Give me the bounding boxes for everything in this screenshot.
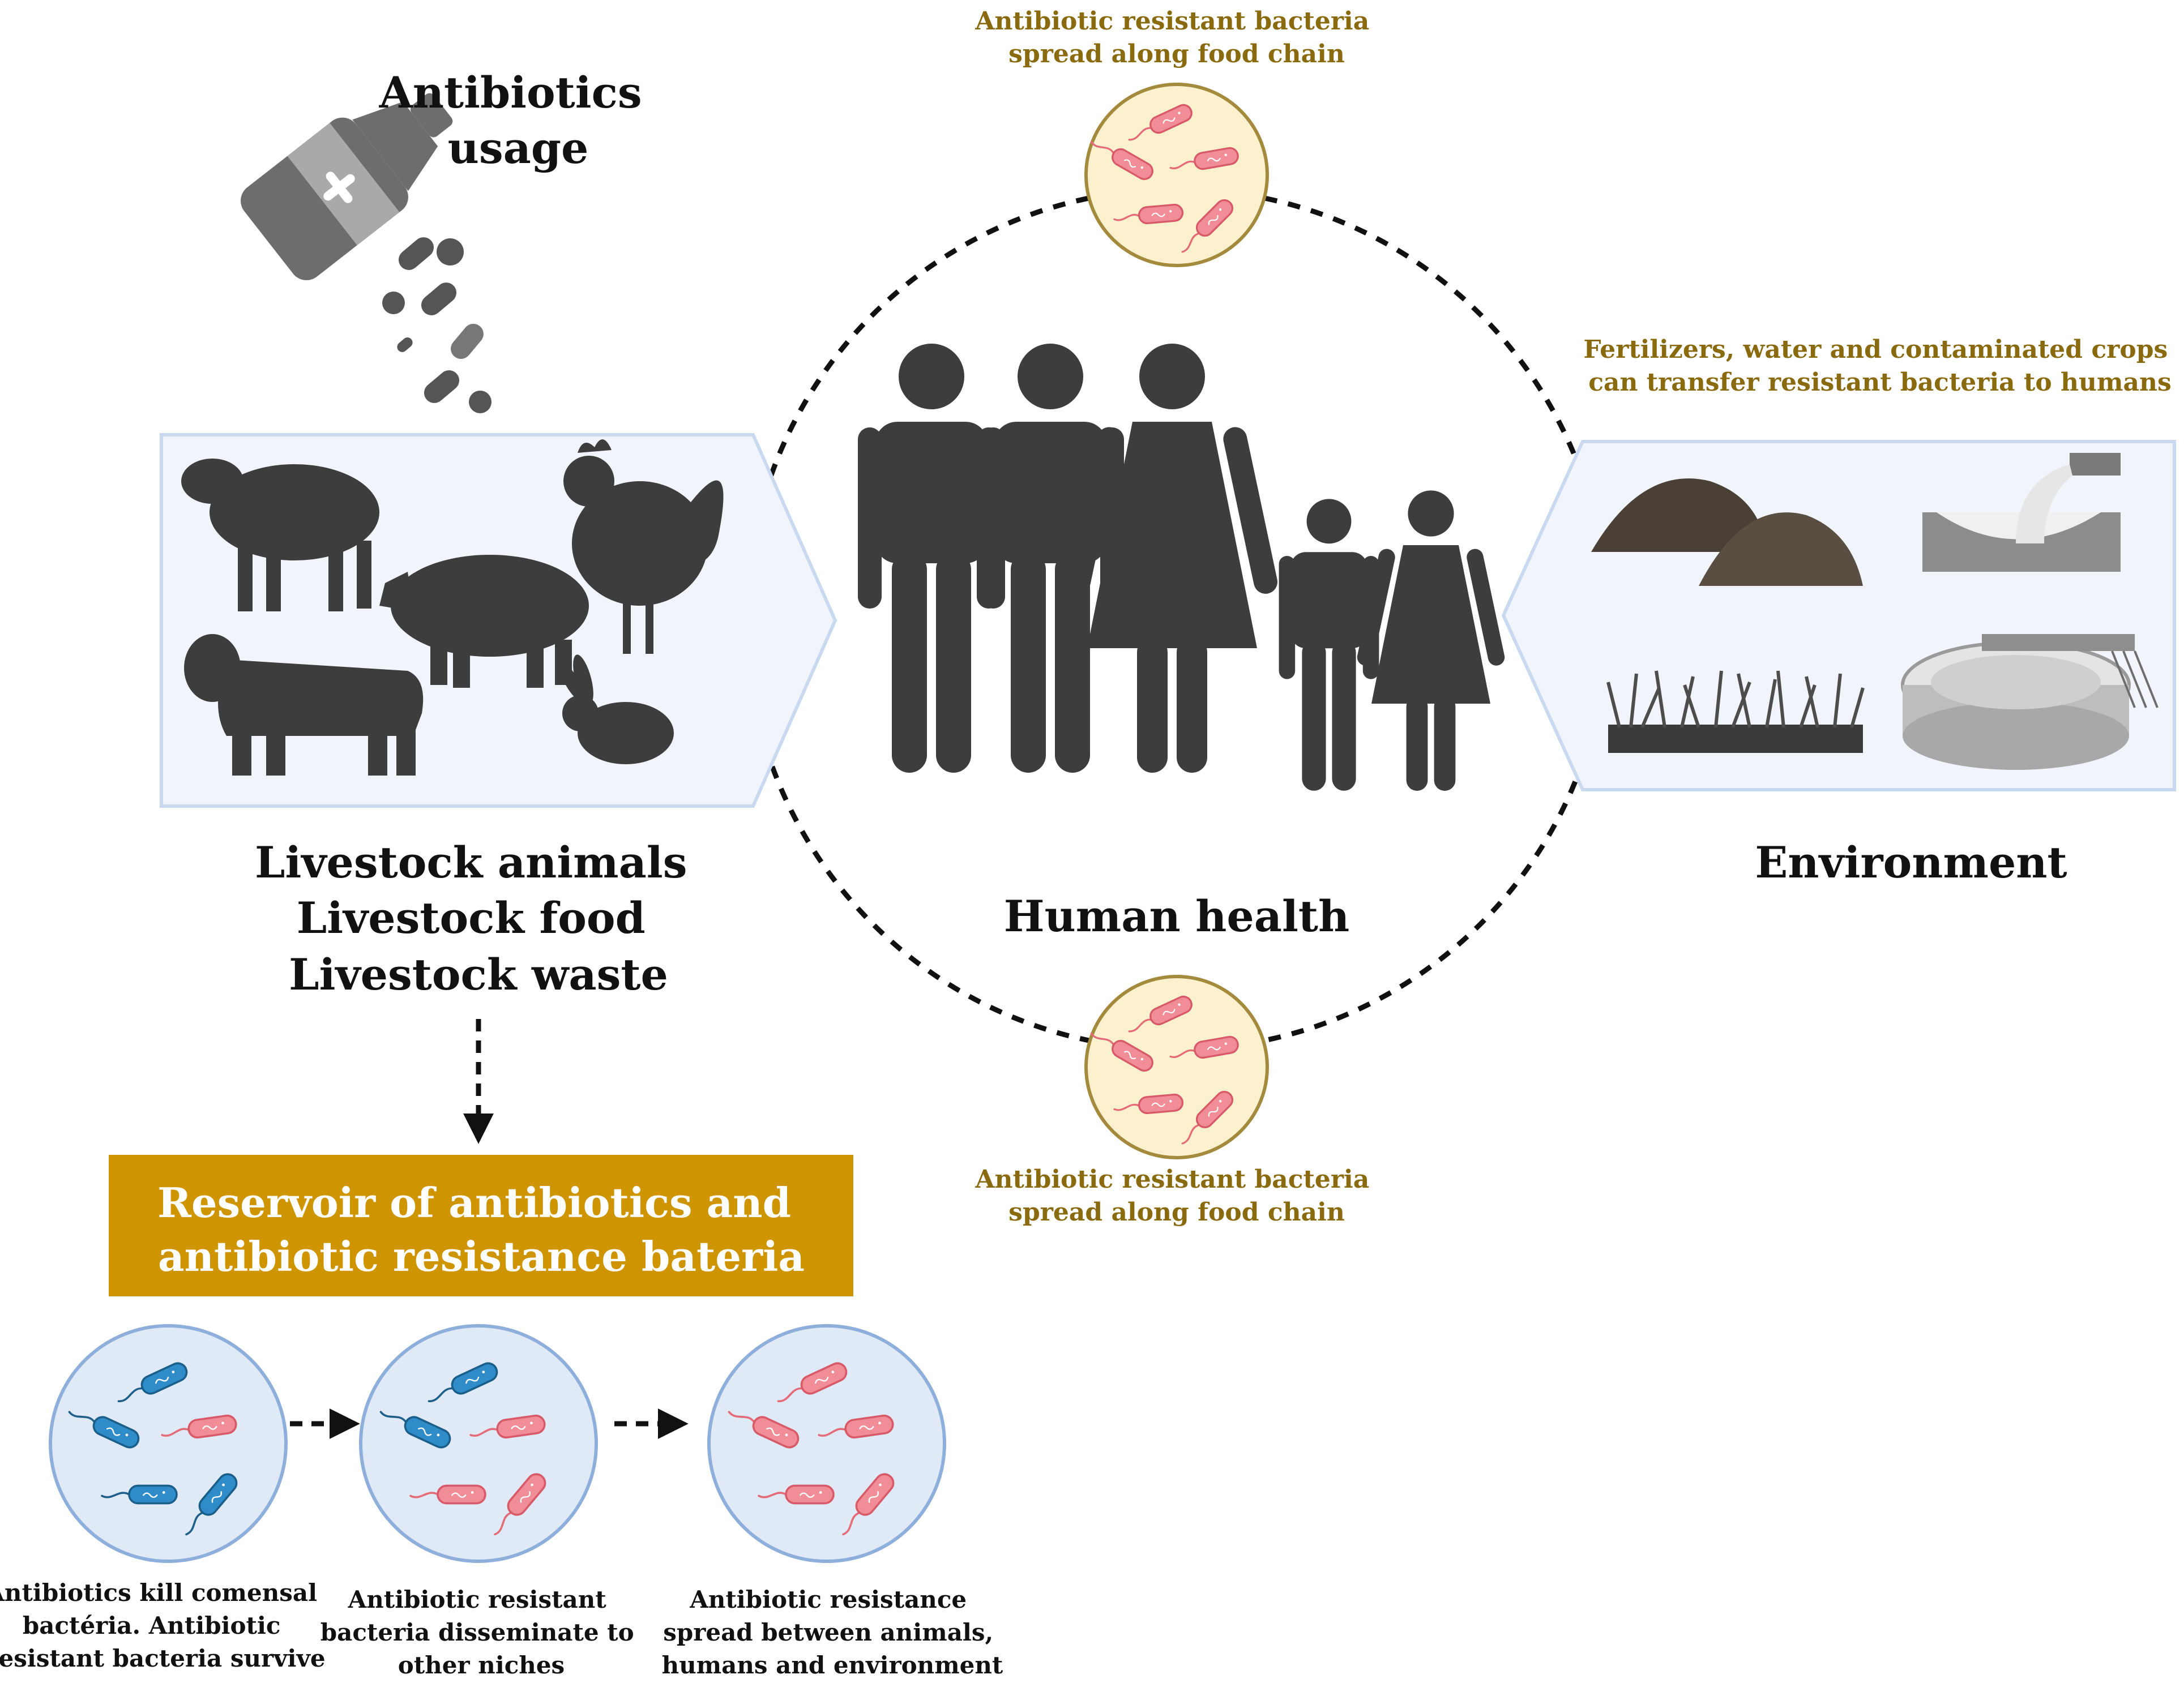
stage-2-caption: Antibiotic resistant bacteria disseminat… [320, 1586, 642, 1679]
stage-1-caption: Antibiotics kill comensal bactéria. Anti… [0, 1579, 326, 1672]
environment-note: Fertilizers, water and contaminated crop… [1583, 335, 2176, 397]
food-chain-bacteria-circle-bottom [1084, 975, 1269, 1159]
livestock-animals-icon [181, 439, 724, 776]
food-chain-bacteria-circle-top [1084, 83, 1269, 267]
human-health-label: Human health [1004, 891, 1350, 941]
antibiotics-usage-title: Antibiotics usage [379, 67, 657, 173]
reservoir-title: Reservoir of antibiotics and antibiotic … [157, 1179, 805, 1281]
stage-3-caption: Antibiotic resistance spread between ani… [662, 1586, 1003, 1679]
food-chain-label-top: Antibiotic resistant bacteria spread alo… [975, 7, 1378, 68]
reservoir-banner [109, 1155, 853, 1296]
petri-dish-stage-3 [707, 1324, 946, 1563]
petri-dish-stage-2 [359, 1324, 598, 1563]
human-family-icon [858, 344, 1506, 791]
environment-icons [1591, 453, 2159, 770]
pills-icon [382, 237, 491, 413]
food-chain-label-bottom: Antibiotic resistant bacteria spread alo… [975, 1165, 1378, 1227]
petri-dish-stage-1 [49, 1324, 288, 1563]
livestock-label: Livestock animals Livestock food Livesto… [255, 837, 702, 1000]
antibiotic-bottle-icon [241, 93, 453, 280]
environment-label: Environment [1755, 837, 2067, 888]
